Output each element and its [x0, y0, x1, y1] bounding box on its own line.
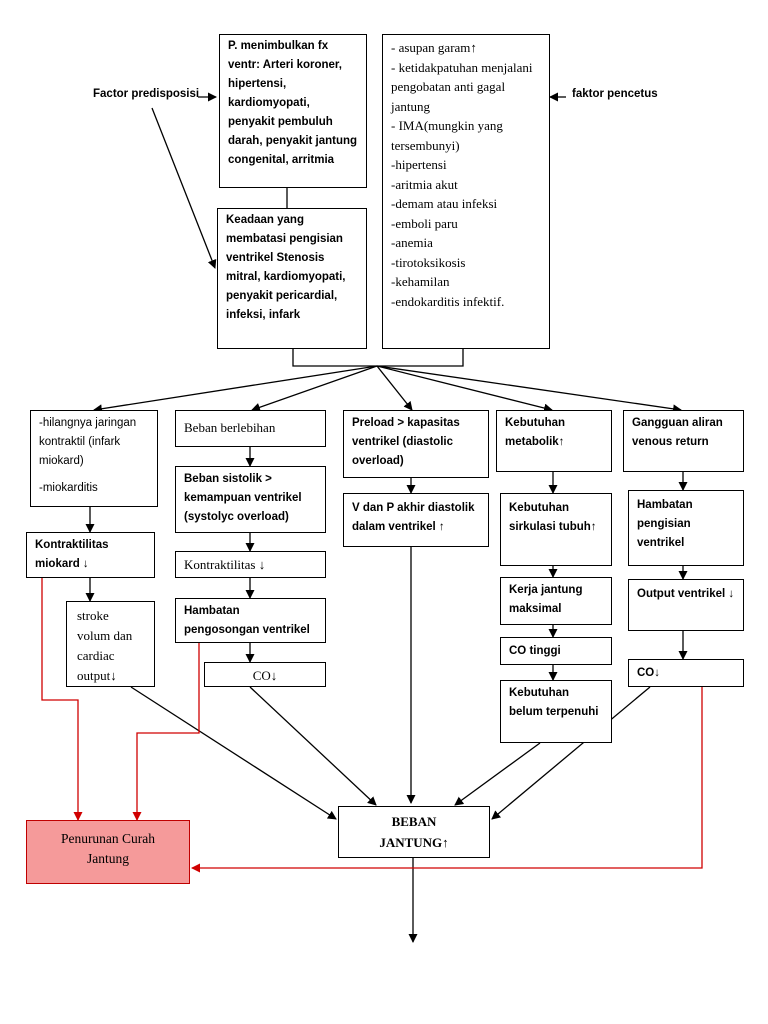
box-c4-belum: Kebutuhan belum terpenuhi: [500, 680, 612, 743]
merge-bracket: [292, 349, 464, 367]
box-c4-sirkulasi: Kebutuhan sirkulasi tubuh↑: [500, 493, 612, 566]
box-beban-jantung: BEBAN JANTUNG↑: [338, 806, 490, 858]
pencetus-item: -emboli paru: [391, 215, 458, 231]
pencetus-item: - ketidakpatuhan menjalani pengobatan an…: [391, 59, 533, 114]
box-keadaan: Keadaan yang membatasi pengisian ventrik…: [217, 208, 367, 349]
box-c1-head: -hilangnya jaringan kontraktil (infark m…: [30, 410, 158, 507]
c1-head-text-1: -hilangnya jaringan kontraktil (infark m…: [39, 417, 137, 467]
red-line-kontraktilitas: [41, 578, 83, 821]
box-c1-stroke: stroke volum dan cardiac output↓: [66, 601, 155, 687]
box-c4-kerja: Kerja jantung maksimal: [500, 577, 612, 625]
red-line-hambatan: [132, 643, 200, 821]
box-c3-head: Preload > kapasitas ventrikel (diastolic…: [343, 410, 489, 478]
pencetus-item: - IMA(mungkin yang tersembunyi): [391, 118, 503, 153]
box-c2-sistolik: Beban sistolik > kemampuan ventrikel (sy…: [175, 466, 326, 533]
box-pencetus: - asupan garam↑ - ketidakpatuhan menjala…: [382, 34, 550, 349]
box-c4-co: CO tinggi: [500, 637, 612, 665]
label-predisposisi: Factor predisposisi: [93, 88, 200, 100]
box-c5-head: Gangguan aliran venous return: [623, 410, 744, 472]
box-c4-head: Kebutuhan metabolik↑: [496, 410, 612, 472]
label-pencetus: faktor pencetus: [572, 88, 658, 100]
c1-head-text-2: -miokarditis: [39, 482, 98, 494]
pencetus-item: -endokarditis infektif.: [391, 293, 505, 309]
pencetus-item: -demam atau infeksi: [391, 196, 498, 211]
box-c5-output: Output ventrikel ↓: [628, 579, 744, 631]
box-c2-co: CO↓: [204, 662, 326, 687]
box-c1-kontraktilitas: Kontraktilitas miokard ↓: [26, 532, 155, 578]
pencetus-item: -kehamilan: [391, 274, 450, 289]
pencetus-item: -hipertensi: [391, 157, 447, 172]
box-predisposisi: P. menimbulkan fx ventr: Arteri koroner,…: [219, 34, 367, 188]
pencetus-item: -aritmia akut: [391, 176, 458, 192]
pencetus-item: - asupan garam↑: [391, 40, 477, 55]
red-line-co5: [191, 687, 703, 873]
box-penurunan-curah-jantung: Penurunan Curah Jantung: [26, 820, 190, 884]
box-c5-co: CO↓: [628, 659, 744, 687]
box-c3-vp: V dan P akhir diastolik dalam ventrikel …: [343, 493, 489, 547]
pencetus-item: -tirotoksikosis: [391, 254, 466, 270]
box-c2-kontraktilitas: Kontraktilitas ↓: [175, 551, 326, 578]
box-c2-hambatan: Hambatan pengosongan ventrikel: [175, 598, 326, 643]
arrow-predisposisi-diag: [151, 107, 217, 269]
box-c2-head: Beban berlebihan: [175, 410, 326, 447]
pencetus-item: -anemia: [391, 235, 433, 250]
box-c5-hambatan: Hambatan pengisian ventrikel: [628, 490, 744, 566]
